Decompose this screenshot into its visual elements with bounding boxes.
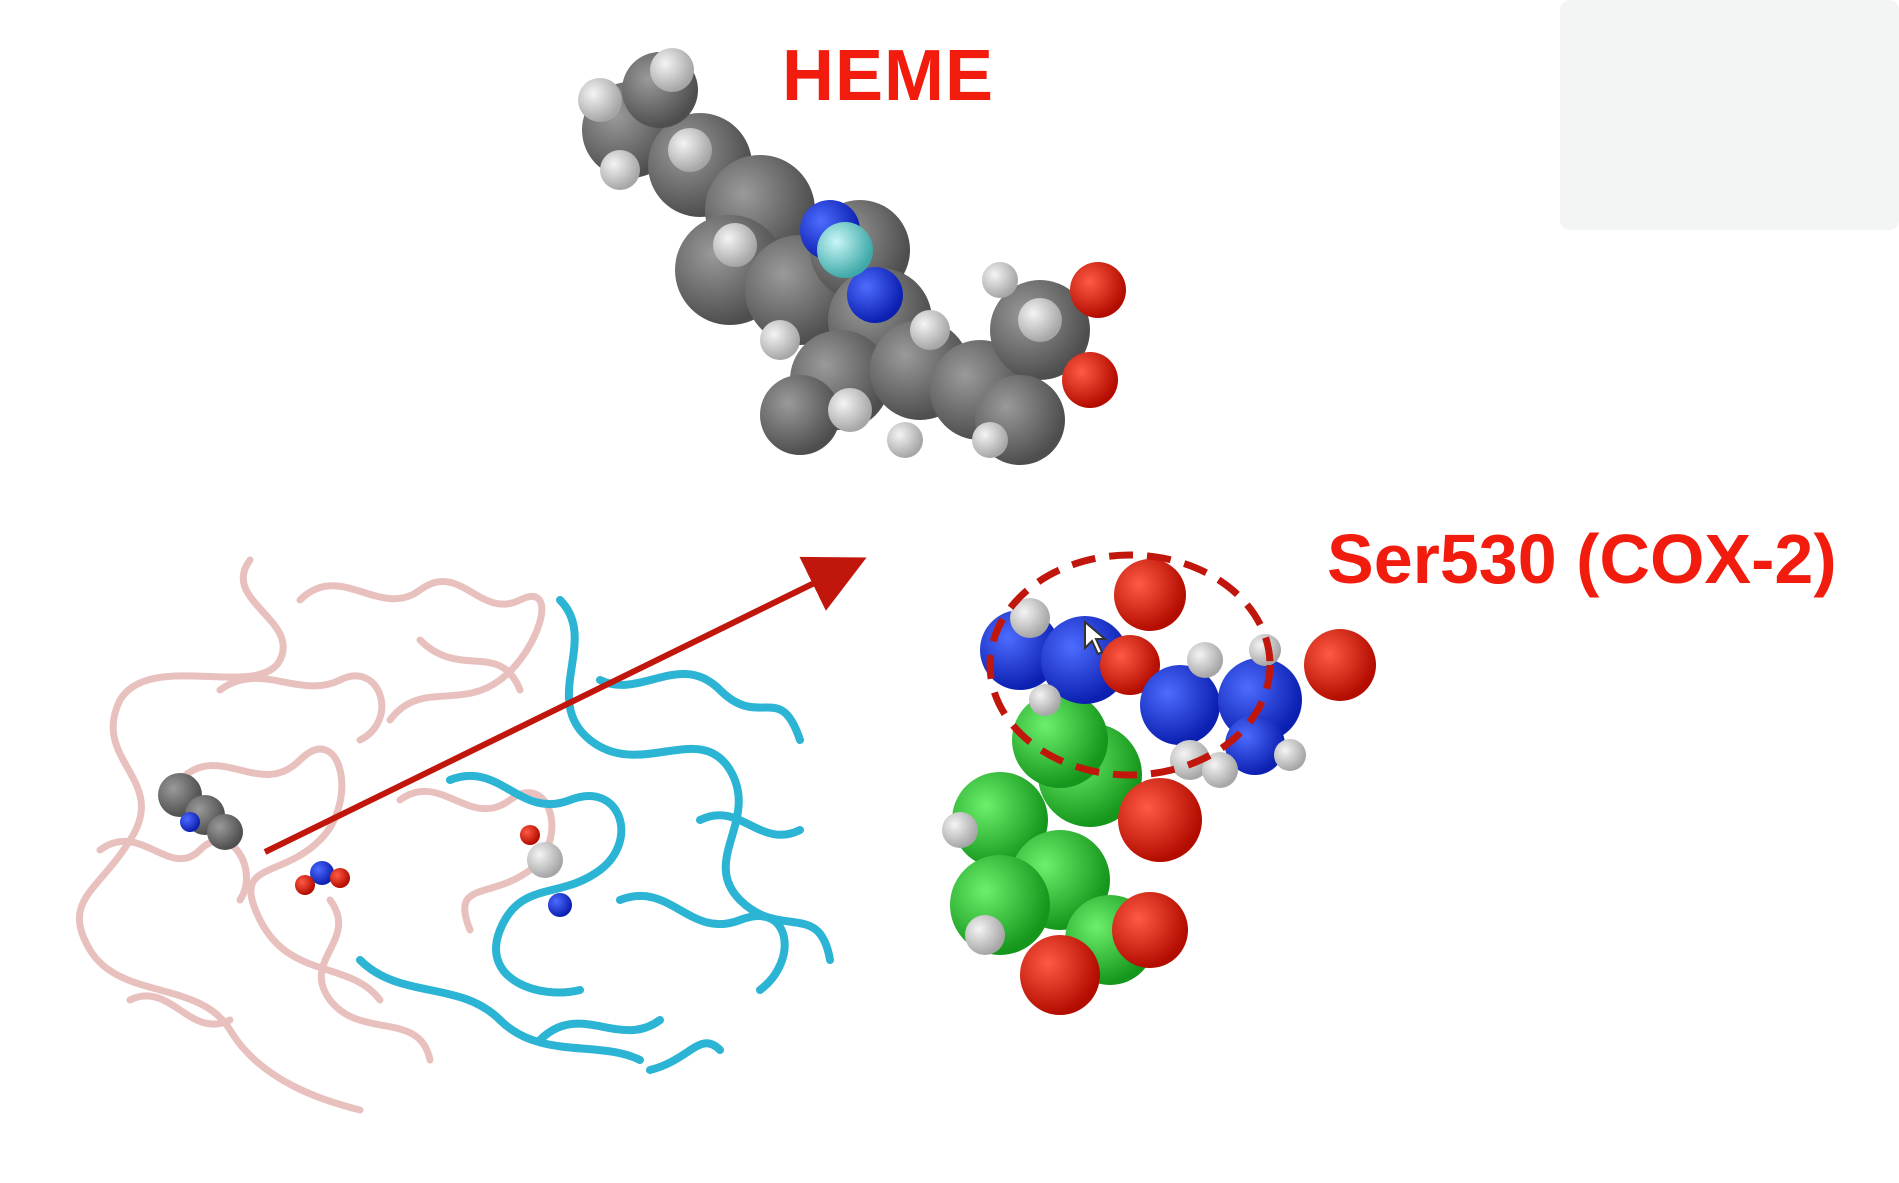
zoom-arrow <box>263 556 867 855</box>
ser530-label: Ser530 (COX-2) <box>1327 520 1837 598</box>
ser530-molecule <box>942 559 1376 1015</box>
heme-label: HEME <box>782 36 995 116</box>
ser530-highlight-circle <box>986 551 1274 779</box>
faint-watermark <box>1560 0 1899 230</box>
protein-ribbon <box>75 556 834 1114</box>
heme-molecule <box>578 48 1126 465</box>
mouse-cursor-icon <box>1084 619 1108 656</box>
